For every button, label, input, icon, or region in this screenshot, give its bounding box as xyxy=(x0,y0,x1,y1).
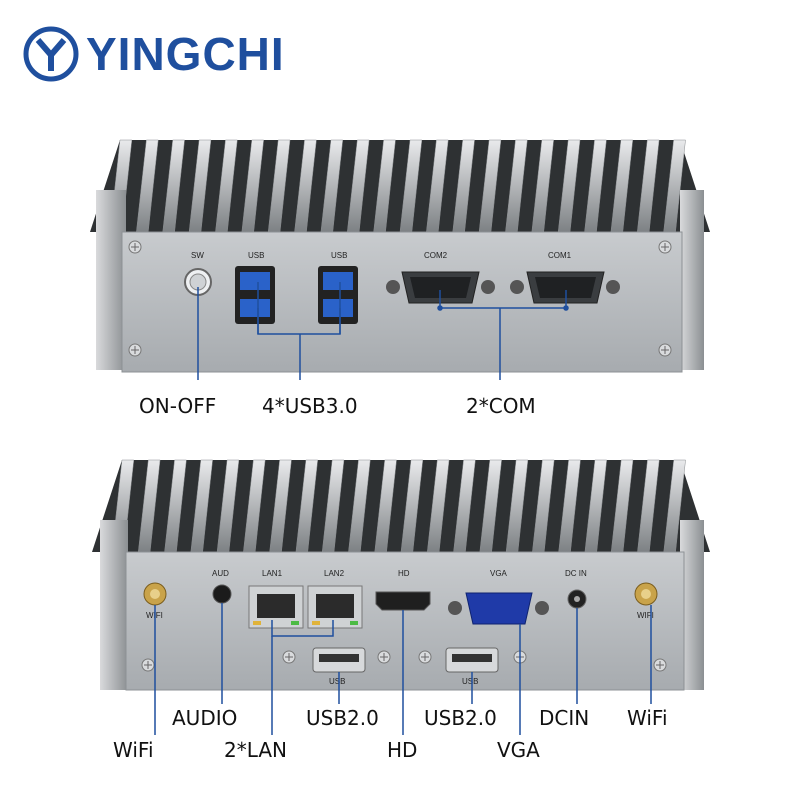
front-panel xyxy=(121,231,683,373)
callout-wifi-left: WiFi xyxy=(113,738,154,762)
rear-heatsink-fins xyxy=(92,459,710,553)
front-heatsink-fins xyxy=(90,139,710,233)
usb2-a-label: USB xyxy=(329,677,345,686)
usb-b-label: USB xyxy=(331,251,347,260)
lan1-port xyxy=(248,585,304,629)
callout-usb30: 4*USB3.0 xyxy=(262,394,358,418)
lan2-label: LAN2 xyxy=(324,569,345,578)
front-leader-lines xyxy=(197,282,569,380)
rear-leader-lines xyxy=(154,603,652,735)
callout-com: 2*COM xyxy=(466,394,536,418)
callout-wifi-right: WiFi xyxy=(627,706,668,730)
usb2-b-label: USB xyxy=(462,677,478,686)
com1-port xyxy=(510,271,620,304)
rear-panel xyxy=(125,551,685,691)
wifi-left-connector xyxy=(143,582,167,606)
usb3-stack-a xyxy=(235,266,275,324)
sw-label: SW xyxy=(191,251,204,260)
com2-port xyxy=(386,271,495,304)
lan2-port xyxy=(307,585,363,629)
rear-left-side xyxy=(100,520,128,690)
rear-unit: WIFI WIFI AUD LAN1 LAN2 HD VGA xyxy=(92,459,710,735)
dc-in-pin xyxy=(574,596,580,602)
com1-label: COM1 xyxy=(548,251,572,260)
wifi-right-connector xyxy=(634,582,658,606)
aud-label: AUD xyxy=(212,569,229,578)
wifi-right-label: WIFI xyxy=(637,611,654,620)
callout-on-off: ON-OFF xyxy=(139,394,217,418)
callout-vga: VGA xyxy=(497,738,540,762)
dcin-port-label: DC IN xyxy=(565,569,587,578)
usb2-port-a xyxy=(312,647,366,673)
brand-logo: YINGCHI xyxy=(22,24,285,84)
front-right-side xyxy=(680,190,704,370)
lan1-label: LAN1 xyxy=(262,569,283,578)
front-screws xyxy=(128,240,672,357)
callout-hd: HD xyxy=(387,738,418,762)
usb3-stack-b xyxy=(318,266,358,324)
front-left-side xyxy=(96,190,126,370)
yingchi-logo-icon xyxy=(23,26,79,82)
callout-usb20-a: USB2.0 xyxy=(306,706,379,730)
usb2-port-b xyxy=(445,647,499,673)
callout-audio: AUDIO xyxy=(172,706,238,730)
brand-name: YINGCHI xyxy=(86,28,285,80)
callout-dcin: DCIN xyxy=(539,706,590,730)
vga-label: VGA xyxy=(490,569,508,578)
com2-label: COM2 xyxy=(424,251,448,260)
callout-lan: 2*LAN xyxy=(224,738,287,762)
vga-port xyxy=(448,592,549,625)
callout-usb20-b: USB2.0 xyxy=(424,706,497,730)
front-unit: SW USB USB COM2 COM1 xyxy=(90,139,710,380)
hdmi-port xyxy=(375,591,431,611)
usb-a-label: USB xyxy=(248,251,264,260)
audio-jack xyxy=(212,584,232,604)
hd-label: HD xyxy=(398,569,410,578)
